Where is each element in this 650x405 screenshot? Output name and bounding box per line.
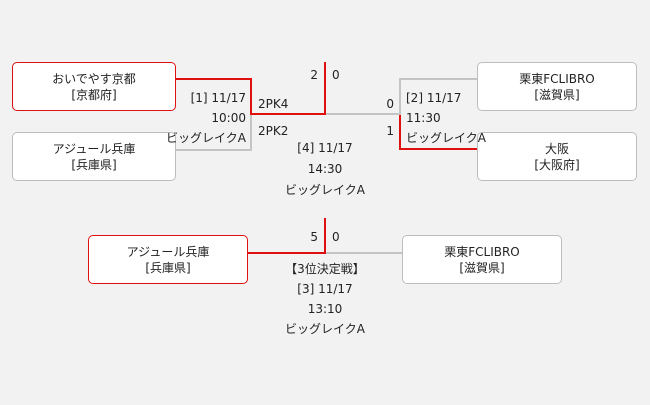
team-box-ritto: 栗東FCLIBRO [滋賀県] [477,62,637,111]
score-bottom: 1 [386,124,394,138]
match-venue: ビッグレイクA [166,131,246,145]
bracket-line [326,252,402,254]
bracket-line [399,78,477,80]
team-prefecture: [滋賀県] [459,260,505,275]
team-name: アジュール兵庫 [126,244,210,259]
bracket-line [324,218,326,254]
team-box-hyogo-3rd: アジュール兵庫 [兵庫県] [88,235,248,284]
third-place-title: 【3位決定戦】 [285,262,365,276]
team-prefecture: [兵庫県] [71,157,117,172]
team-prefecture: [兵庫県] [145,260,191,275]
bracket-line [176,149,252,151]
team-prefecture: [大阪府] [534,157,580,172]
bracket-line [250,115,252,150]
match-time: 14:30 [307,162,343,176]
team-name: 栗東FCLIBRO [444,244,520,259]
pk-score-bottom: 2PK2 [258,124,289,138]
team-prefecture: [京都府] [71,87,117,102]
final-score-right: 0 [332,68,340,82]
team-name: 大阪 [544,141,569,156]
bracket-line [248,252,326,254]
team-box-hyogo: アジュール兵庫 [兵庫県] [12,132,176,181]
team-name: アジュール兵庫 [52,141,136,156]
match-number: [1] 11/17 [190,91,246,105]
match-venue: ビッグレイクA [406,131,486,145]
team-name: おいでやす京都 [52,71,136,86]
match-time: 13:10 [307,302,343,316]
score-top: 0 [386,97,394,111]
team-name: 栗東FCLIBRO [519,71,595,86]
team-prefecture: [滋賀県] [534,87,580,102]
match-venue: ビッグレイクA [285,183,365,197]
bracket-line [250,78,252,115]
match-venue: ビッグレイクA [285,322,365,336]
pk-score-top: 2PK4 [258,97,289,111]
match-number: [3] 11/17 [297,282,353,296]
bracket-line [324,62,326,115]
match-time: 11:30 [406,111,441,125]
bracket-line [176,78,252,80]
bracket-line [399,148,477,150]
bracket-line [250,113,326,115]
bracket-line [326,113,400,115]
team-box-kyoto: おいでやす京都 [京都府] [12,62,176,111]
team-box-ritto-3rd: 栗東FCLIBRO [滋賀県] [402,235,562,284]
bracket-line [399,78,401,115]
third-score-right: 0 [332,230,340,244]
match-number: [2] 11/17 [406,91,462,105]
final-score-left: 2 [310,68,318,82]
match-number: [4] 11/17 [297,141,353,155]
match-time: 10:00 [211,111,246,125]
team-box-osaka: 大阪 [大阪府] [477,132,637,181]
third-score-left: 5 [310,230,318,244]
bracket-line [399,115,401,150]
